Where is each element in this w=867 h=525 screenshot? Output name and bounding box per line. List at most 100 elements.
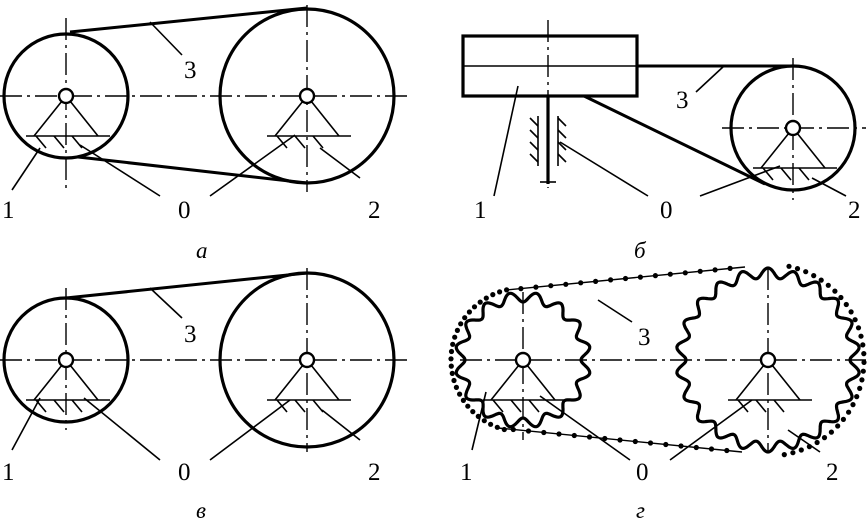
leader-2 — [319, 147, 361, 179]
chain-link — [449, 370, 455, 376]
chain-link — [652, 273, 659, 279]
chain-link — [825, 282, 831, 288]
label-belt: 3 — [638, 324, 651, 351]
chain-link — [860, 342, 866, 348]
label-support: 0 — [178, 459, 191, 486]
chain-link — [838, 294, 844, 301]
leader-2 — [321, 409, 361, 441]
chain-link — [548, 283, 554, 289]
leader-2 — [787, 429, 821, 453]
chain-link — [578, 280, 584, 286]
belt-upper-run — [65, 271, 308, 300]
leader-3 — [695, 65, 725, 93]
chain-link — [470, 409, 476, 415]
chain-link — [497, 289, 503, 295]
leader-3 — [149, 287, 183, 319]
caption-a: а — [196, 238, 208, 263]
chain-link — [794, 266, 801, 272]
caption-g: г — [636, 498, 645, 523]
chain-link — [786, 263, 792, 269]
chain-link — [647, 440, 654, 446]
label-belt: 3 — [676, 87, 689, 114]
chain-link — [828, 429, 835, 435]
chain-link — [462, 315, 468, 321]
caption-v: в — [196, 498, 206, 523]
chain-link — [593, 278, 599, 284]
chain-link — [494, 424, 500, 430]
chain-link — [457, 391, 463, 397]
leader-3 — [597, 299, 633, 323]
chain-link — [452, 334, 458, 340]
driven-hub — [298, 87, 316, 105]
chain-link — [448, 348, 455, 355]
driver-bearing — [529, 96, 567, 184]
chain-link — [821, 435, 828, 441]
chain-link — [525, 428, 532, 434]
chain-link — [712, 267, 718, 273]
chain-link — [622, 275, 629, 282]
driven-sprocket — [675, 266, 861, 454]
leader-0a — [539, 395, 631, 461]
belt-upper-run — [69, 6, 308, 34]
chain-link — [617, 437, 623, 443]
leader-0b — [699, 165, 781, 197]
chain-link — [859, 377, 865, 383]
label-driven: 2 — [368, 197, 381, 224]
caption-b: б — [634, 238, 647, 263]
leader-0b — [669, 399, 753, 461]
panel-b: 1 0 2 3 б — [461, 20, 866, 263]
panel-a: 1 0 2 3 а — [0, 5, 410, 263]
chain-link — [693, 444, 699, 451]
chain-link — [460, 397, 466, 403]
chain-link — [563, 281, 569, 287]
leader-1 — [11, 147, 41, 191]
driver-hub — [514, 351, 532, 369]
panel-v: 1 0 2 3 в — [0, 268, 410, 523]
chain-link — [678, 443, 684, 449]
label-support: 0 — [178, 197, 191, 224]
chain-link — [846, 409, 852, 415]
chain-link — [682, 270, 688, 276]
chain-link — [667, 271, 673, 277]
chain — [448, 263, 867, 458]
chain-link — [840, 416, 847, 422]
chain-link — [448, 356, 454, 362]
leader-1 — [493, 85, 519, 197]
chain-link — [454, 327, 460, 333]
chain-link — [602, 435, 608, 442]
chain-link — [471, 304, 478, 310]
chain-link — [818, 277, 824, 283]
chain-link — [798, 447, 804, 453]
chain-link — [843, 301, 849, 308]
belt-lower-run — [583, 94, 766, 186]
chain-link — [724, 447, 730, 454]
chain-link — [811, 273, 817, 279]
chain-link — [510, 426, 516, 433]
chain-link — [465, 403, 471, 409]
chain-link — [608, 277, 614, 283]
chain-link — [453, 384, 459, 390]
leader-3 — [149, 21, 183, 56]
label-driven: 2 — [368, 459, 381, 486]
chain-link — [781, 452, 787, 458]
chain-link — [632, 438, 638, 445]
leader-0b — [209, 399, 291, 461]
label-driven: 2 — [848, 197, 861, 224]
chain-link — [854, 394, 860, 400]
chain-link — [466, 309, 472, 315]
label-driver: 1 — [2, 197, 15, 224]
label-support: 0 — [660, 197, 673, 224]
chain-link — [450, 341, 456, 347]
chain-link — [556, 431, 562, 437]
chain-link — [727, 265, 733, 271]
chain-link — [488, 421, 494, 427]
chain-link — [832, 288, 838, 294]
chain-link — [852, 317, 858, 323]
chain-link — [586, 434, 593, 440]
chain-link — [697, 268, 703, 274]
leader-0a — [79, 144, 161, 197]
panel-g: 1 0 2 3 г — [448, 263, 867, 523]
chain-link — [518, 286, 524, 292]
chain-link — [860, 368, 866, 374]
chain-link — [448, 363, 454, 369]
